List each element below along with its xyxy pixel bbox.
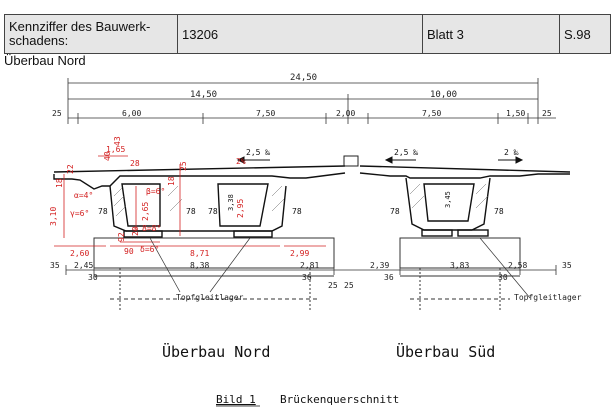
red-ann-19: 2,99 — [290, 249, 309, 258]
slope-3: 2 ‰ — [504, 148, 519, 157]
dim-seg-5: 1,50 — [506, 109, 525, 118]
dim-bottom-6: 25 — [328, 281, 338, 290]
red-ann-0: 1,65 — [106, 145, 125, 154]
red-ann-17: 2,60 — [70, 249, 89, 258]
dim-bottom-10: 3,83 — [450, 261, 469, 270]
dim-seg-4: 7,50 — [422, 109, 441, 118]
height-south-cell: 3,45 — [444, 191, 452, 208]
red-ann-12: 92 — [117, 232, 126, 242]
web-label-n2: 78 — [186, 207, 196, 216]
web-label-s2: 78 — [494, 207, 504, 216]
red-ann-9: 2,65 — [141, 202, 150, 221]
dim-seg-1: 6,00 — [122, 109, 141, 118]
bearing-label-left: Topfgleitlager — [176, 293, 244, 302]
label-south: Überbau Süd — [396, 342, 495, 361]
red-ann-5: 18 — [55, 178, 64, 188]
dim-bottom-4: 2,81 — [300, 261, 319, 270]
dim-bottom-11: 2,58 — [508, 261, 527, 270]
header-code: 13206 — [177, 14, 423, 54]
expansion-joint — [343, 155, 359, 167]
dim-bottom-3: 8,38 — [190, 261, 209, 270]
slope-2: 2,5 ‰ — [394, 148, 418, 157]
web-label-n1: 78 — [98, 207, 108, 216]
caption-text: Brückenquerschnitt — [280, 393, 399, 406]
dim-bottom-9: 36 — [384, 273, 394, 282]
dim-bottom-12: 30 — [498, 273, 508, 282]
red-ann-14: 18 — [167, 176, 176, 186]
dim-bottom-2: 30 — [88, 273, 98, 282]
bearing-label-right: Topfgleitlager — [514, 293, 582, 302]
red-ann-10: 8=8° — [142, 224, 161, 233]
dim-bottom-5: 36 — [302, 273, 312, 282]
caption-number: Bild 1 — [216, 393, 256, 406]
dim-bottom-13: 35 — [562, 261, 572, 270]
red-ann-21: δ=6° — [140, 245, 159, 254]
red-ann-4: 22 — [66, 164, 75, 174]
red-ann-2: 43 — [113, 136, 122, 146]
web-label-n3: 78 — [208, 207, 218, 216]
web-label-s1: 78 — [390, 207, 400, 216]
header-label-line2: schadens: — [9, 33, 69, 48]
section-subtitle: Überbau Nord — [4, 53, 86, 68]
dim-seg-2: 7,50 — [256, 109, 275, 118]
dim-bottom-7: 25 — [344, 281, 354, 290]
bridge-cross-section-drawing: 24,50 14,50 10,00 25 6,00 7,50 2,00 7,50… — [10, 66, 604, 416]
dim-overall: 24,50 — [290, 73, 317, 83]
red-ann-6: α=4° — [74, 191, 93, 200]
red-ann-20: 90 — [124, 247, 134, 256]
label-north: Überbau Nord — [162, 342, 270, 361]
dim-south: 10,00 — [430, 90, 457, 100]
dim-bottom-8: 2,39 — [370, 261, 389, 270]
red-ann-15: 2,95 — [236, 199, 245, 218]
red-ann-16: 3,10 — [49, 207, 58, 226]
red-ann-8: β=6° — [146, 187, 165, 196]
red-ann-11: 20 — [131, 226, 140, 236]
height-north-cell: 3,38 — [227, 194, 235, 211]
red-ann-22: 2% — [236, 157, 246, 166]
red-ann-3: 40 — [103, 151, 112, 161]
dim-north: 14,50 — [190, 90, 217, 100]
dim-bottom-0: 35 — [50, 261, 60, 270]
red-ann-13: 25 — [179, 161, 188, 171]
dim-seg-3: 2,00 — [336, 109, 355, 118]
header-table: Kennziffer des Bauwerk-schadens: 13206 B… — [4, 14, 611, 54]
red-ann-18: 8,71 — [190, 249, 209, 258]
slope-1: 2,5 ‰ — [246, 148, 270, 157]
dim-seg-6: 25 — [542, 109, 552, 118]
web-label-n4: 78 — [292, 207, 302, 216]
red-ann-7: γ=6° — [70, 209, 89, 218]
dim-seg-0: 25 — [52, 109, 62, 118]
red-ann-1: 28 — [130, 159, 140, 168]
header-label-line1: Kennziffer des Bauwerk- — [9, 19, 151, 34]
header-page: S.98 — [559, 14, 611, 54]
header-label: Kennziffer des Bauwerk-schadens: — [4, 14, 178, 54]
header-sheet: Blatt 3 — [422, 14, 560, 54]
dim-bottom-1: 2,45 — [74, 261, 93, 270]
